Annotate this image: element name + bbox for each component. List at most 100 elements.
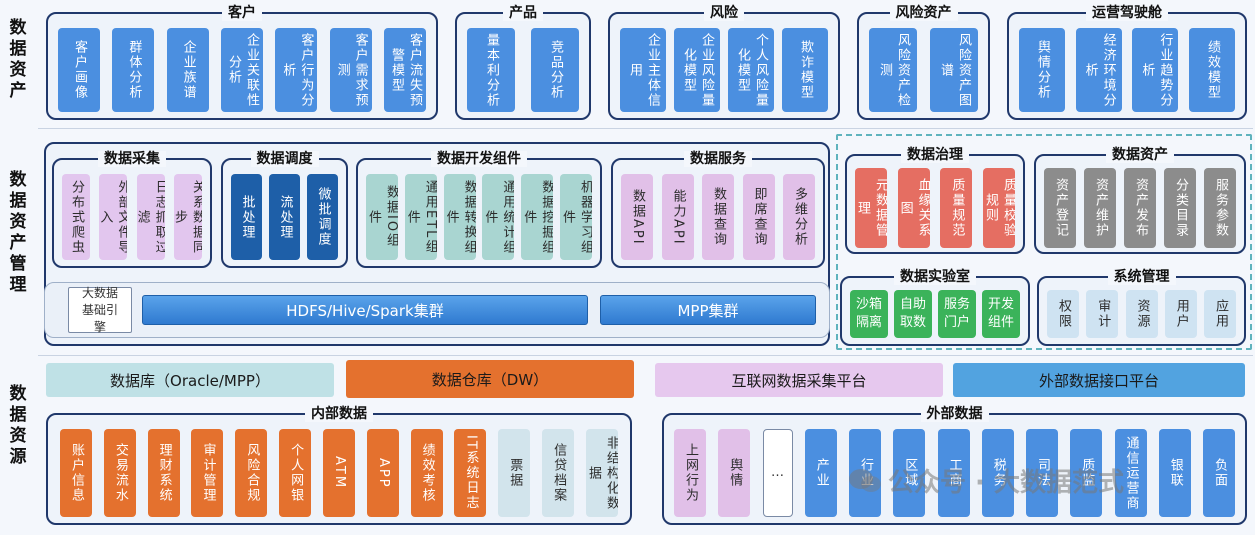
tile-ellipsis: … bbox=[762, 429, 793, 517]
tile-telecom[interactable]: 通信运营商 bbox=[1114, 429, 1147, 517]
platform-database[interactable]: 数据库（Oracle/MPP） bbox=[46, 363, 334, 397]
mgmt-group-asset-mgmt: 数据资产 资产登记 资产维护 资产发布 分类目录 服务参数 bbox=[1034, 147, 1246, 254]
tile-fraud-model[interactable]: 欺诈模型 bbox=[782, 28, 828, 112]
tile-public-opinion[interactable]: 舆情 bbox=[718, 429, 751, 517]
tile-data-transform[interactable]: 数据转换组件 bbox=[443, 174, 476, 260]
tile-customer-portrait[interactable]: 客户画像 bbox=[58, 28, 100, 112]
tile-industry[interactable]: 行业 bbox=[849, 429, 881, 517]
tile-transactions[interactable]: 交易流水 bbox=[103, 429, 136, 517]
tile-resources[interactable]: 资源 bbox=[1125, 290, 1158, 338]
tile-data-io[interactable]: 数据IO组件 bbox=[366, 174, 398, 260]
tile-tax[interactable]: 税务 bbox=[981, 429, 1014, 517]
tile-risk-asset-graph[interactable]: 风险资产图谱 bbox=[930, 28, 978, 112]
mgmt-group-collect: 数据采集 分布式爬虫 外部文件导入 日志抓取过滤 关系数据同步 bbox=[52, 151, 212, 268]
tile-web-behavior[interactable]: 上网行为 bbox=[674, 429, 706, 517]
tile-relational-sync[interactable]: 关系数据同步 bbox=[173, 174, 202, 260]
tile-service-portal[interactable]: 服务门户 bbox=[938, 290, 976, 338]
tile-unionpay[interactable]: 银联 bbox=[1158, 429, 1191, 517]
section-label-mgmt: 数据资产管理 bbox=[9, 170, 27, 295]
tile-category-catalog[interactable]: 分类目录 bbox=[1164, 168, 1196, 248]
tile-region[interactable]: 区域 bbox=[893, 429, 926, 517]
tile-risk-compliance[interactable]: 风险合规 bbox=[235, 429, 268, 517]
tile-quality-rules[interactable]: 质量校验规则 bbox=[982, 168, 1015, 248]
group-title: 数据治理 bbox=[901, 147, 969, 163]
tile-industry-chain[interactable]: 产业 bbox=[804, 429, 837, 517]
tile-self-service-fetch[interactable]: 自助取数 bbox=[894, 290, 932, 338]
tile-service-params[interactable]: 服务参数 bbox=[1204, 168, 1236, 248]
tile-applications[interactable]: 应用 bbox=[1204, 290, 1236, 338]
source-group-external: 外部数据 上网行为 舆情 … 产业 行业 区域 工商 税务 司法 质监 通信运营… bbox=[662, 406, 1247, 525]
tile-olap[interactable]: 多维分析 bbox=[783, 174, 815, 260]
tile-judicial[interactable]: 司法 bbox=[1026, 429, 1058, 517]
tile-app[interactable]: APP bbox=[366, 429, 399, 517]
tile-permissions[interactable]: 权限 bbox=[1047, 290, 1079, 338]
mgmt-group-schedule: 数据调度 批处理 流处理 微批调度 bbox=[221, 151, 348, 268]
platform-external-interface[interactable]: 外部数据接口平台 bbox=[953, 363, 1245, 397]
tile-enterprise-credit[interactable]: 企业主体信用 bbox=[620, 28, 666, 112]
tile-performance-model[interactable]: 绩效模型 bbox=[1188, 28, 1235, 112]
tile-dev-components[interactable]: 开发组件 bbox=[982, 290, 1020, 338]
tile-customer-churn[interactable]: 客户流失预警模型 bbox=[383, 28, 426, 112]
source-group-internal: 内部数据 账户信息 交易流水 理财系统 审计管理 风险合规 个人网银 ATM A… bbox=[46, 406, 632, 525]
platform-data-warehouse[interactable]: 数据仓库（DW） bbox=[346, 360, 634, 398]
tile-statistics[interactable]: 通用统计组件 bbox=[482, 174, 515, 260]
mpp-cluster-bar[interactable]: MPP集群 bbox=[600, 295, 816, 325]
tile-asset-register[interactable]: 资产登记 bbox=[1044, 168, 1076, 248]
tile-quality-spec[interactable]: 质量规范 bbox=[940, 168, 973, 248]
tile-audit-mgmt[interactable]: 审计管理 bbox=[191, 429, 224, 517]
tile-unstructured[interactable]: 非结构化数据 bbox=[585, 429, 618, 517]
platform-web-collection[interactable]: 互联网数据采集平台 bbox=[655, 363, 943, 397]
tile-data-mining[interactable]: 数据挖掘组件 bbox=[521, 174, 554, 260]
tile-micro-batch[interactable]: 微批调度 bbox=[307, 174, 338, 260]
tile-enterprise-risk-model[interactable]: 企业风险量化模型 bbox=[674, 28, 720, 112]
tile-industry-trend[interactable]: 行业趋势分析 bbox=[1132, 28, 1179, 112]
tile-lineage-graph[interactable]: 血缘关系图 bbox=[897, 168, 930, 248]
tile-batch[interactable]: 批处理 bbox=[231, 174, 262, 260]
hdfs-cluster-bar[interactable]: HDFS/Hive/Spark集群 bbox=[142, 295, 588, 325]
tile-log-capture[interactable]: 日志抓取过滤 bbox=[136, 174, 165, 260]
group-title: 内部数据 bbox=[305, 406, 373, 422]
tile-risk-asset-detect[interactable]: 风险资产检测 bbox=[869, 28, 917, 112]
tile-users[interactable]: 用户 bbox=[1164, 290, 1197, 338]
tile-asset-publish[interactable]: 资产发布 bbox=[1124, 168, 1156, 248]
group-title: 系统管理 bbox=[1107, 269, 1176, 285]
tile-it-logs[interactable]: IT系统日志 bbox=[454, 429, 487, 517]
tile-personal-risk-model[interactable]: 个人风险量化模型 bbox=[728, 28, 774, 112]
tile-enterprise-genealogy[interactable]: 企业族谱 bbox=[166, 28, 209, 112]
mgmt-group-sys: 系统管理 权限 审计 资源 用户 应用 bbox=[1037, 269, 1246, 346]
group-title: 风险 bbox=[704, 5, 744, 21]
tile-group-analysis[interactable]: 群体分析 bbox=[112, 28, 155, 112]
tile-distributed-crawler[interactable]: 分布式爬虫 bbox=[62, 174, 90, 260]
tile-personal-ebank[interactable]: 个人网银 bbox=[279, 429, 312, 517]
tile-machine-learning[interactable]: 机器学习组件 bbox=[559, 174, 592, 260]
tile-audit[interactable]: 审计 bbox=[1086, 290, 1119, 338]
tile-negative-info[interactable]: 负面 bbox=[1203, 429, 1235, 517]
tile-adhoc-query[interactable]: 即席查询 bbox=[742, 174, 775, 260]
tile-etl[interactable]: 通用ETL组件 bbox=[404, 174, 437, 260]
tile-economy-analysis[interactable]: 经济环境分析 bbox=[1075, 28, 1122, 112]
tile-sandbox[interactable]: 沙箱隔离 bbox=[850, 290, 888, 338]
tile-account-info[interactable]: 账户信息 bbox=[60, 429, 92, 517]
tile-atm[interactable]: ATM bbox=[322, 429, 355, 517]
tile-asset-maintain[interactable]: 资产维护 bbox=[1084, 168, 1116, 248]
tile-metadata-mgmt[interactable]: 元数据管理 bbox=[855, 168, 887, 248]
tile-capability-api[interactable]: 能力API bbox=[661, 174, 694, 260]
tile-enterprise-relation[interactable]: 企业关联性分析 bbox=[220, 28, 263, 112]
group-title: 数据开发组件 bbox=[431, 151, 527, 167]
tile-perf-appraisal[interactable]: 绩效考核 bbox=[410, 429, 443, 517]
tile-data-query[interactable]: 数据查询 bbox=[702, 174, 734, 260]
tile-stream[interactable]: 流处理 bbox=[269, 174, 300, 260]
group-title: 数据采集 bbox=[98, 151, 166, 167]
tile-competitor-analysis[interactable]: 竞品分析 bbox=[531, 28, 579, 112]
tile-credit-archive[interactable]: 信贷档案 bbox=[542, 429, 575, 517]
tile-wealth-system[interactable]: 理财系统 bbox=[147, 429, 180, 517]
tile-external-file-import[interactable]: 外部文件导入 bbox=[99, 174, 128, 260]
tile-business-reg[interactable]: 工商 bbox=[937, 429, 970, 517]
tile-cost-volume-profit[interactable]: 量本利分析 bbox=[467, 28, 515, 112]
tile-customer-demand[interactable]: 客户需求预测 bbox=[329, 28, 372, 112]
tile-data-api[interactable]: 数据API bbox=[621, 174, 653, 260]
tile-quality-supervision[interactable]: 质监 bbox=[1070, 429, 1103, 517]
tile-sentiment-analysis[interactable]: 舆情分析 bbox=[1019, 28, 1065, 112]
tile-customer-behavior[interactable]: 客户行为分析 bbox=[275, 28, 318, 112]
tile-bills[interactable]: 票据 bbox=[498, 429, 531, 517]
